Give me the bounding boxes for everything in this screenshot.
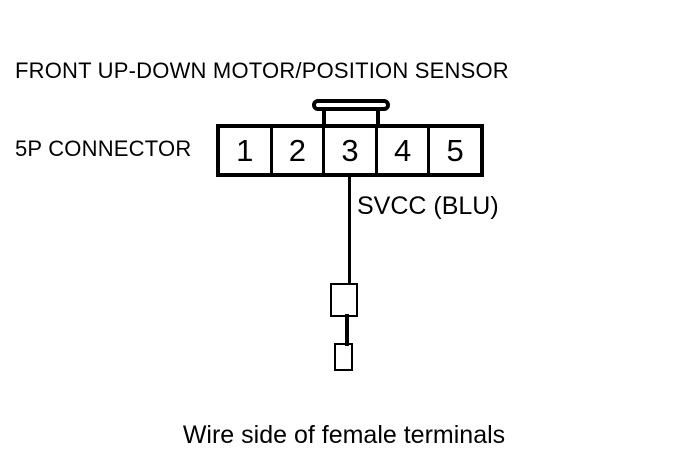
title-line-1: FRONT UP-DOWN MOTOR/POSITION SENSOR	[15, 58, 509, 83]
connector-latch-tab-icon	[312, 99, 390, 111]
wire-label: SVCC (BLU)	[357, 192, 499, 220]
cavity-number-1: 1	[236, 133, 254, 168]
latch-wall-right	[376, 108, 380, 126]
cavity-number-4: 4	[393, 133, 412, 168]
connector-body: 1 2 3 4 5	[216, 124, 484, 177]
connector-cavity-1: 1	[220, 128, 273, 173]
cavity-number-5: 5	[446, 133, 464, 168]
connector-cavity-2: 2	[273, 128, 326, 173]
page-title: FRONT UP-DOWN MOTOR/POSITION SENSOR 5P C…	[15, 6, 675, 188]
title-line-2: 5P CONNECTOR	[15, 136, 192, 161]
connector-cavity-4: 4	[378, 128, 431, 173]
terminal-connecting-bar	[345, 314, 349, 346]
wire-leader-line	[348, 177, 351, 284]
terminal-symbol-upper	[330, 283, 358, 317]
cavity-number-2: 2	[288, 133, 307, 168]
connector-assembly: 1 2 3 4 5	[216, 99, 484, 177]
terminal-symbol-lower	[334, 343, 353, 371]
connector-cavity-5: 5	[430, 128, 480, 173]
cavity-number-3: 3	[341, 133, 359, 168]
figure-caption: Wire side of female terminals	[182, 421, 506, 449]
connector-cavity-3: 3	[325, 128, 378, 173]
latch-wall-left	[322, 108, 326, 126]
